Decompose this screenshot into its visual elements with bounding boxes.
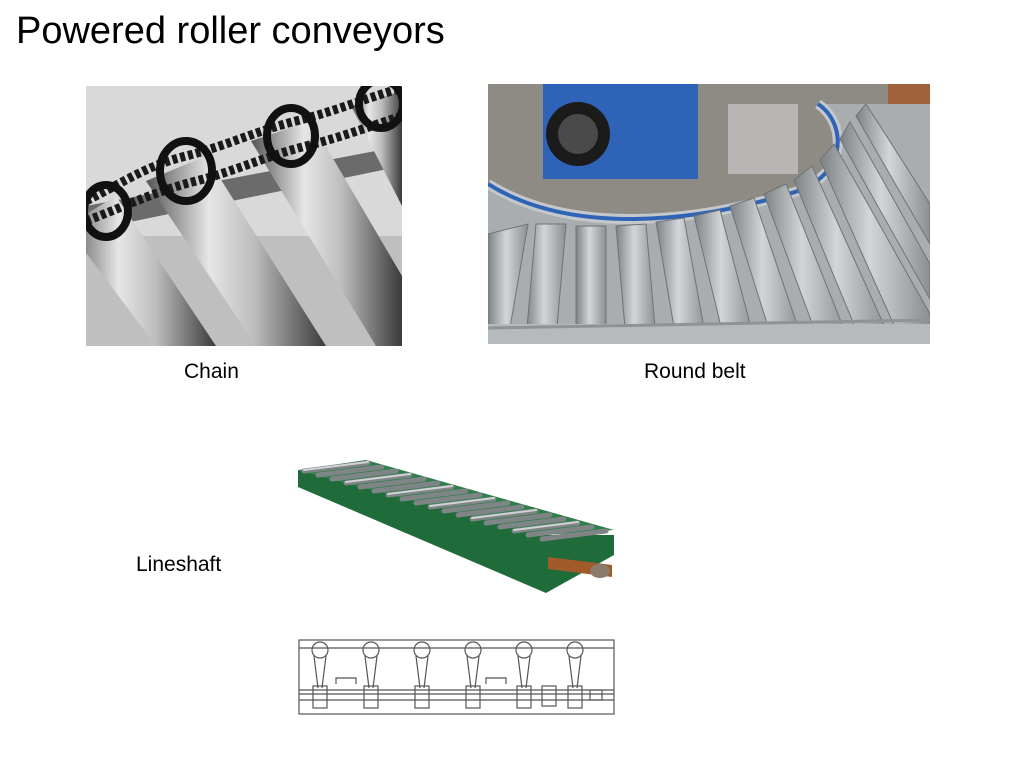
lineshaft-conveyor-drawing: [296, 455, 616, 595]
slide-title: Powered roller conveyors: [16, 10, 445, 52]
lineshaft-schematic-drawing: [298, 638, 616, 718]
chain-conveyor-illustration: [86, 86, 402, 346]
chain-conveyor-photo: [86, 86, 402, 346]
round-belt-conveyor-illustration: [488, 84, 930, 344]
round-belt-caption: Round belt: [644, 360, 746, 383]
round-belt-conveyor-photo: [488, 84, 930, 344]
lineshaft-conveyor-illustration: [298, 460, 614, 593]
lineshaft-schematic-illustration: [298, 639, 615, 715]
lineshaft-caption: Lineshaft: [136, 553, 222, 576]
chain-caption: Chain: [184, 360, 239, 383]
